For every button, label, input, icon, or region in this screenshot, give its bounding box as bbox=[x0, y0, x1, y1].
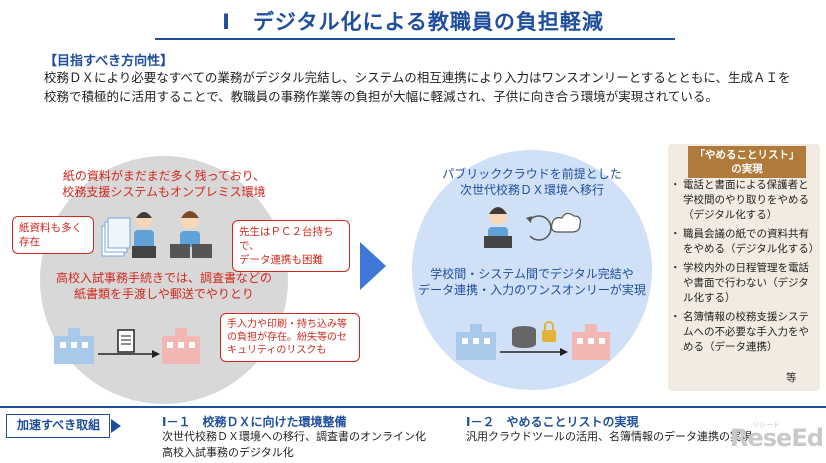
section-1-body: 次世代校務ＤＸ環境への移行、調査書のオンライン化 高校入試事務のデジタル化 bbox=[162, 430, 426, 459]
stop-list-item: 学校内外の日程管理を電話や書面で行わない（デジタル化する） bbox=[670, 261, 818, 306]
stop-list: 電話と書面による保護者と学校間のやり取りをやめる（デジタル化する） 職員会議の紙… bbox=[670, 178, 819, 359]
section-1-heading: Ⅰ－１ 校務ＤＸに向けた環境整備 bbox=[162, 415, 347, 429]
direction-text: 校務ＤＸにより必要なすべての業務がデジタル完結し、システムの相互連携により入力は… bbox=[44, 70, 791, 104]
page-title: Ⅰ デジタル化による教職員の負担軽減 bbox=[222, 10, 604, 34]
stop-list-item: 名簿情報の校務支援システムへの不必要な手入力をやめる（データ連携） bbox=[670, 310, 818, 355]
current-state-summary: 紙の資料がまだまだ多く残っており、 校務支援システムもオンプレミス環境 bbox=[62, 169, 266, 199]
school-data-link-icon bbox=[456, 321, 610, 360]
paper-materials-bubble: 紙資料も多く 存在 bbox=[12, 216, 94, 254]
section-2-heading: Ⅰ－２ やめることリストの実現 bbox=[466, 415, 639, 429]
stop-list-item: 電話と書面による保護者と学校間のやり取りをやめる（デジタル化する） bbox=[670, 178, 818, 223]
teacher-with-pcs-icon bbox=[170, 211, 212, 258]
security-risk-bubble: 手入力や印刷・持ち込み等 の負担が存在。紛失等のセ キュリティのリスクも bbox=[220, 313, 360, 362]
direction-label: 【目指すべき方向性】 bbox=[44, 54, 174, 69]
cloud-transition-text: パブリッククラウドを前提とした 次世代校務ＤＸ環境へ移行 bbox=[442, 167, 622, 197]
accelerate-initiatives-tag: 加速すべき取組 bbox=[6, 414, 121, 438]
watermark-kana: リシード bbox=[752, 421, 780, 429]
entrance-exam-paper-text: 高校入試事務手続きでは、調査書などの 紙書類を手渡しや郵送でやりとり bbox=[55, 271, 272, 301]
paper-stack-teacher-icon bbox=[101, 212, 156, 258]
teacher-cloud-sync-icon bbox=[484, 207, 581, 248]
watermark-logo: ReseEd bbox=[730, 424, 824, 452]
target-state-circle bbox=[412, 150, 652, 390]
title-underline bbox=[155, 38, 675, 40]
digital-complete-text: 学校間・システム間でデジタル完結や データ連携・入力のワンスオンリーが実現 bbox=[418, 267, 646, 297]
transition-arrow-icon bbox=[360, 242, 386, 290]
bottom-divider bbox=[0, 406, 826, 408]
stop-list-etc: 等 bbox=[786, 372, 797, 384]
section-2-body: 汎用クラウドツールの活用、名簿情報のデータ連携の実現 bbox=[466, 430, 752, 443]
two-pcs-bubble: 先生はＰＣ２台持ちで、 データ連携も困難 bbox=[232, 220, 350, 272]
stop-list-heading: 「やめることリスト」 の実現 bbox=[688, 146, 806, 178]
stop-list-item: 職員会議の紙での資料共有をやめる（デジタル化する） bbox=[670, 227, 819, 257]
school-to-school-document-icon bbox=[54, 328, 200, 364]
